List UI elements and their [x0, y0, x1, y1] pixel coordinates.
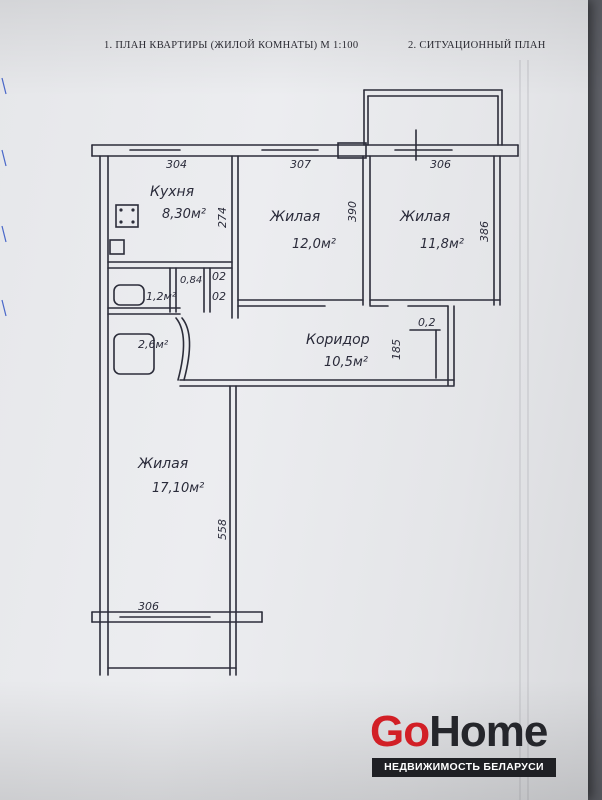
living1-height: 390	[346, 201, 359, 222]
situation-plan-title: 2. СИТУАЦИОННЫЙ ПЛАН	[408, 40, 546, 51]
kitchen-height: 274	[216, 207, 229, 228]
living1-area: 12,0м²	[292, 237, 336, 252]
corridor-height: 185	[390, 339, 403, 360]
kitchen-area: 8,30м²	[162, 207, 206, 222]
wc-area: 1,2м²	[146, 290, 177, 303]
closet-dim-a: 02	[212, 270, 226, 283]
plan-title: 1. ПЛАН КВАРТИРЫ (ЖИЛОЙ КОМНАТЫ) М 1:100	[104, 40, 359, 51]
kitchen-label: Кухня	[150, 184, 194, 200]
living3-width: 306	[138, 600, 159, 613]
logo-tagline: НЕДВИЖИМОСТЬ БЕЛАРУСИ	[372, 758, 556, 777]
corridor-niche-dim: 0,2	[418, 316, 436, 329]
living2-width: 306	[430, 158, 451, 171]
gohome-logo: GoHome НЕДВИЖИМОСТЬ БЕЛАРУСИ	[370, 708, 592, 778]
floor-plan-sheet	[0, 0, 588, 800]
living1-width: 307	[290, 158, 311, 171]
closet-area: 0,84	[180, 275, 202, 286]
living3-label: Жилая	[137, 456, 188, 472]
living2-label: Жилая	[399, 209, 450, 225]
corridor-area: 10,5м²	[324, 355, 368, 370]
logo-go: Go	[370, 707, 430, 756]
living3-height: 558	[216, 519, 229, 540]
living3-area: 17,10м²	[152, 481, 204, 496]
kitchen-width: 304	[166, 158, 187, 171]
bath-area: 2,6м²	[138, 338, 169, 351]
corridor-label: Коридор	[306, 332, 370, 348]
living2-height: 386	[478, 221, 491, 242]
living2-area: 11,8м²	[420, 237, 464, 252]
logo-wordmark: GoHome	[370, 707, 548, 756]
living1-label: Жилая	[269, 209, 320, 225]
logo-home: Home	[429, 707, 548, 756]
closet-dim-b: 02	[212, 290, 226, 303]
